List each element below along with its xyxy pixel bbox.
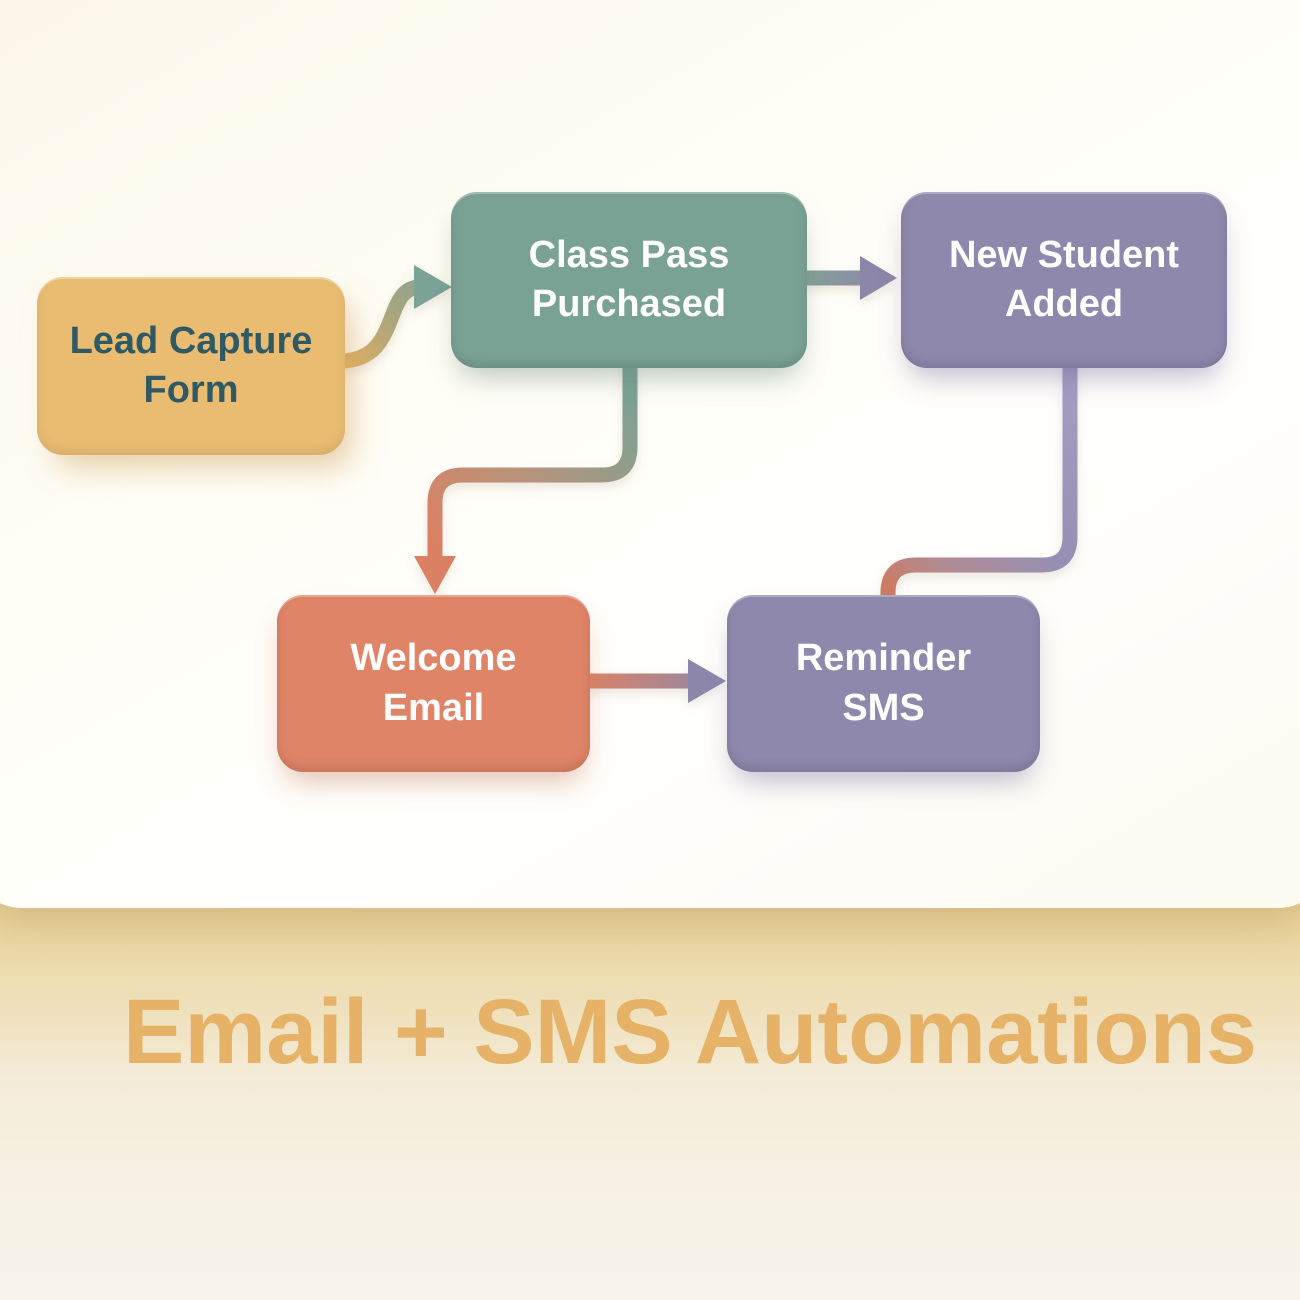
page-title: Email + SMS Automations — [122, 981, 1257, 1083]
edge-lead-to-class — [339, 265, 452, 369]
edge-class-to-new — [800, 256, 897, 300]
node-label-line: Class Pass — [528, 233, 730, 276]
node-label-line: Added — [1004, 283, 1124, 325]
node-label-line: Purchased — [531, 283, 727, 325]
node-label-line: SMS — [842, 686, 925, 729]
node-welcome-email: Welcome Email — [277, 595, 590, 772]
node-label-line: Form — [143, 369, 239, 411]
node-class-pass-purchased: Class Pass Purchased — [451, 192, 807, 368]
node-reminder-sms: Reminder SMS — [727, 595, 1040, 772]
edge-class-to-welcome — [414, 360, 638, 594]
node-label-line: Welcome — [350, 637, 517, 680]
node-lead-capture-form: Lead Capture Form — [37, 277, 345, 455]
edge-new-to-reminder — [880, 360, 1078, 602]
node-new-student-added: New Student Added — [901, 192, 1227, 368]
node-label-line: New Student — [948, 233, 1180, 276]
node-label-line: Lead Capture — [69, 319, 313, 362]
node-label-line: Email — [382, 686, 485, 729]
node-label-line: Reminder — [795, 637, 972, 680]
edge-welcome-to-reminder — [585, 659, 726, 703]
